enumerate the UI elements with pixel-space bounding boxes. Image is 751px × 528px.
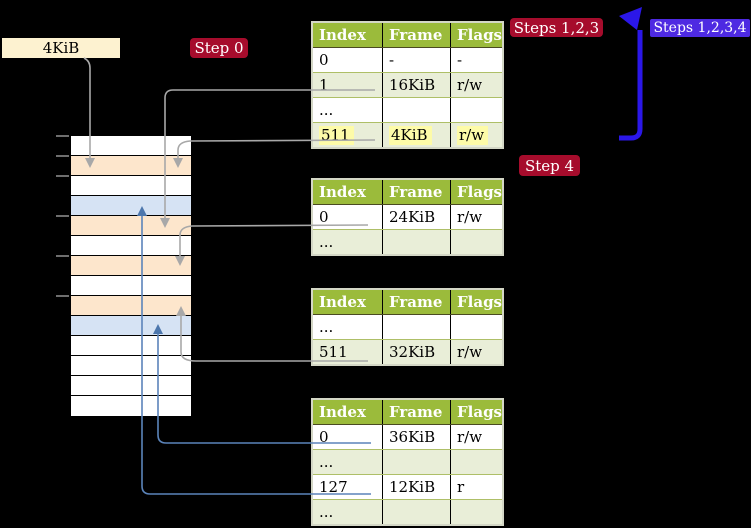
steps1234-label: Steps 1,2,3,4	[650, 19, 750, 37]
table-cell	[382, 314, 451, 340]
table-cell: 511	[312, 339, 383, 365]
table-row: ...	[312, 97, 503, 123]
table-row: ...	[312, 229, 503, 255]
memory-row-plain	[71, 396, 191, 416]
memory-row-plain	[71, 376, 191, 396]
table-cell: ...	[312, 229, 383, 255]
memory-row-plain	[71, 336, 191, 356]
table-cell	[450, 229, 503, 255]
steps123-text: Steps 1,2,3	[513, 18, 600, 37]
column-header-flags: Flags	[450, 399, 503, 425]
table-cell	[450, 314, 503, 340]
table-cell: -	[382, 47, 451, 73]
table-cell	[382, 229, 451, 255]
recursive-loop-arrow	[619, 7, 643, 141]
column-header-index: Index	[312, 289, 383, 315]
memory-row-plain	[71, 276, 191, 296]
table-cell: 0	[312, 204, 383, 230]
table-cell: ...	[312, 314, 383, 340]
table-cell: 36KiB	[382, 424, 451, 450]
table-cell: -	[450, 47, 503, 73]
table-cell	[450, 449, 503, 475]
memory-column	[70, 135, 192, 417]
column-header-frame: Frame	[382, 22, 451, 48]
cr3-address-label: 4KiB	[42, 39, 80, 57]
memory-row-table	[71, 216, 191, 236]
memory-row-frame	[71, 316, 191, 336]
memory-row-plain	[71, 136, 191, 156]
memory-row-plain	[71, 236, 191, 256]
table-cell	[450, 499, 503, 525]
table-row: ...	[312, 499, 503, 525]
step4-text: Step 4	[524, 156, 575, 175]
column-header-flags: Flags	[450, 289, 503, 315]
memory-row-table	[71, 256, 191, 276]
table-cell	[382, 97, 451, 123]
memory-tick-marks	[56, 135, 69, 297]
table-cell: 1	[312, 72, 383, 98]
highlighted-cell-text: 4KiB	[389, 126, 432, 145]
table-row: 0--	[312, 47, 503, 73]
table-cell: r	[450, 474, 503, 500]
column-header-frame: Frame	[382, 179, 451, 205]
table-row: ...	[312, 314, 503, 340]
memory-row-plain	[71, 356, 191, 376]
table-cell: 32KiB	[382, 339, 451, 365]
table-cell: r/w	[450, 122, 503, 148]
highlighted-cell-text: 511	[319, 126, 354, 145]
table-cell	[450, 97, 503, 123]
step0-text: Step 0	[194, 39, 244, 57]
table-cell: ...	[312, 499, 383, 525]
memory-row-frame	[71, 196, 191, 216]
table-cell: 4KiB	[382, 122, 451, 148]
highlighted-cell-text: r/w	[457, 126, 489, 145]
column-header-index: Index	[312, 179, 383, 205]
table-cell: 0	[312, 424, 383, 450]
table-cell	[382, 499, 451, 525]
memory-row-table	[71, 156, 191, 176]
table-cell: ...	[312, 449, 383, 475]
column-header-index: Index	[312, 22, 383, 48]
table-row: ...	[312, 449, 503, 475]
column-header-frame: Frame	[382, 399, 451, 425]
table-cell: r/w	[450, 339, 503, 365]
steps1234-text: Steps 1,2,3,4	[653, 20, 747, 36]
table-row: 511 4KiB r/w	[312, 122, 503, 148]
memory-row-table	[71, 296, 191, 316]
column-header-flags: Flags	[450, 22, 503, 48]
steps123-label: Steps 1,2,3	[510, 18, 603, 37]
table-cell: 127	[312, 474, 383, 500]
table-cell: r/w	[450, 72, 503, 98]
table-cell: r/w	[450, 424, 503, 450]
cr3-address-box: 4KiB	[2, 38, 120, 58]
step4-label: Step 4	[519, 155, 580, 176]
column-header-flags: Flags	[450, 179, 503, 205]
table-cell: r/w	[450, 204, 503, 230]
column-header-index: Index	[312, 399, 383, 425]
column-header-frame: Frame	[382, 289, 451, 315]
table-cell: 24KiB	[382, 204, 451, 230]
table-cell	[382, 449, 451, 475]
table-cell: 511	[312, 122, 383, 148]
table-cell: 0	[312, 47, 383, 73]
memory-row-plain	[71, 176, 191, 196]
table-cell: 12KiB	[382, 474, 451, 500]
step0-label: Step 0	[190, 38, 248, 58]
table-cell: 16KiB	[382, 72, 451, 98]
table-cell: ...	[312, 97, 383, 123]
